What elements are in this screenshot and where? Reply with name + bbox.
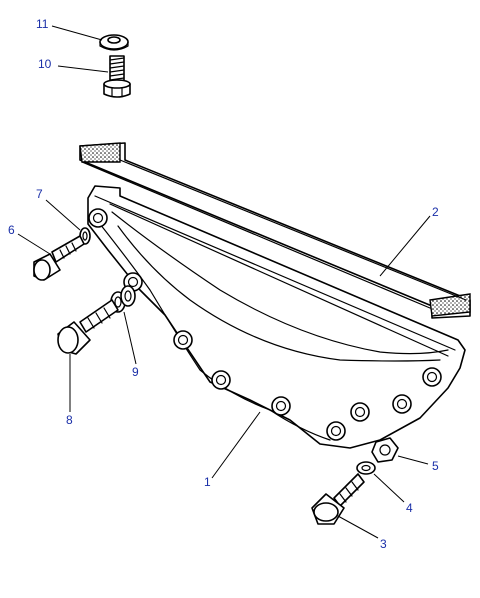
leader-9 bbox=[123, 311, 137, 365]
leader-7 bbox=[45, 199, 81, 231]
callout-5: 5 bbox=[432, 459, 439, 473]
callout-1: 1 bbox=[204, 475, 211, 489]
callout-6: 6 bbox=[8, 223, 15, 237]
leader-2 bbox=[379, 215, 431, 277]
leader-3 bbox=[337, 515, 379, 539]
washer-part-4 bbox=[356, 461, 376, 475]
bolt-part-8 bbox=[57, 299, 119, 355]
callout-2: 2 bbox=[432, 205, 439, 219]
leader-6 bbox=[17, 233, 51, 255]
bolt-part-3 bbox=[311, 473, 365, 525]
nut-part-5 bbox=[371, 437, 399, 463]
gasket-part-2 bbox=[79, 142, 471, 319]
bolt-part-10 bbox=[103, 55, 131, 98]
bolt-part-6 bbox=[33, 235, 85, 281]
washer-part-11 bbox=[99, 34, 129, 51]
callout-11: 11 bbox=[36, 17, 49, 31]
leader-1 bbox=[211, 411, 261, 479]
callout-4: 4 bbox=[406, 501, 413, 515]
leader-lines bbox=[17, 25, 431, 539]
callout-10: 10 bbox=[38, 57, 52, 71]
callout-9: 9 bbox=[132, 365, 139, 379]
callout-8: 8 bbox=[66, 413, 73, 427]
leader-5 bbox=[397, 455, 429, 465]
cover-part-1 bbox=[87, 185, 466, 449]
callout-labels: 11 10 2 7 6 9 8 1 5 4 3 bbox=[8, 17, 439, 551]
leader-10 bbox=[57, 65, 109, 73]
leader-4 bbox=[373, 473, 405, 503]
leader-11 bbox=[51, 25, 103, 41]
callout-7: 7 bbox=[36, 187, 43, 201]
callout-3: 3 bbox=[380, 537, 387, 551]
